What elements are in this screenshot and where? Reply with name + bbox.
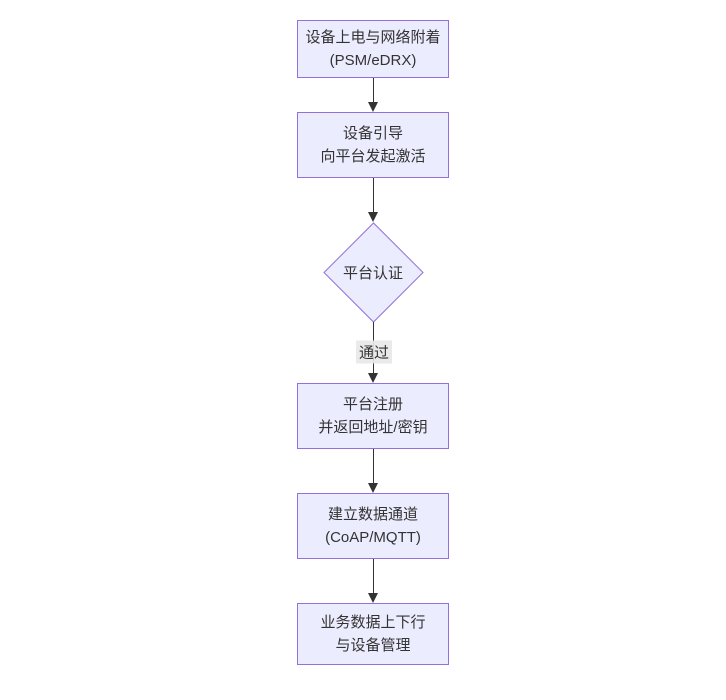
node-text-line: 向平台发起激活 [320, 148, 426, 165]
node-text-line: 并返回地址/密钥 [318, 419, 428, 436]
node-text-line: (PSM/eDRX) [329, 52, 417, 69]
arrowhead-icon [368, 593, 378, 603]
node-text-line: (CoAP/MQTT) [325, 529, 421, 546]
edge-n4-n5 [368, 449, 378, 493]
edge-line [372, 78, 374, 102]
node-data-channel: 建立数据通道 (CoAP/MQTT) [297, 493, 449, 559]
edge-label-pass: 通过 [355, 340, 393, 364]
edge-n1-n2 [368, 78, 378, 112]
node-text-line: 设备上电与网络附着 [305, 29, 441, 46]
node-text-line: 建立数据通道 [327, 506, 418, 523]
arrowhead-icon [368, 102, 378, 112]
node-text-line: 业务数据上下行 [320, 614, 426, 631]
edge-n5-n6 [368, 559, 378, 603]
node-bootstrap-activate: 设备引导 向平台发起激活 [297, 112, 449, 178]
arrowhead-icon [368, 373, 378, 383]
node-platform-register: 平台注册 并返回地址/密钥 [297, 383, 449, 449]
edge-line [372, 178, 374, 212]
arrowhead-icon [368, 483, 378, 493]
node-platform-auth-decision: 平台认证 [322, 221, 424, 323]
node-power-on-attach: 设备上电与网络附着 (PSM/eDRX) [297, 20, 449, 78]
node-text-line: 设备引导 [342, 125, 403, 142]
node-business-data-mgmt: 业务数据上下行 与设备管理 [297, 603, 449, 665]
edge-line [372, 559, 374, 593]
edge-line [372, 449, 374, 483]
node-text-line: 与设备管理 [335, 637, 411, 654]
edge-n2-n3 [368, 178, 378, 222]
node-text-line: 平台注册 [342, 396, 403, 413]
node-text-line: 平台认证 [342, 264, 403, 282]
arrowhead-icon [368, 212, 378, 222]
